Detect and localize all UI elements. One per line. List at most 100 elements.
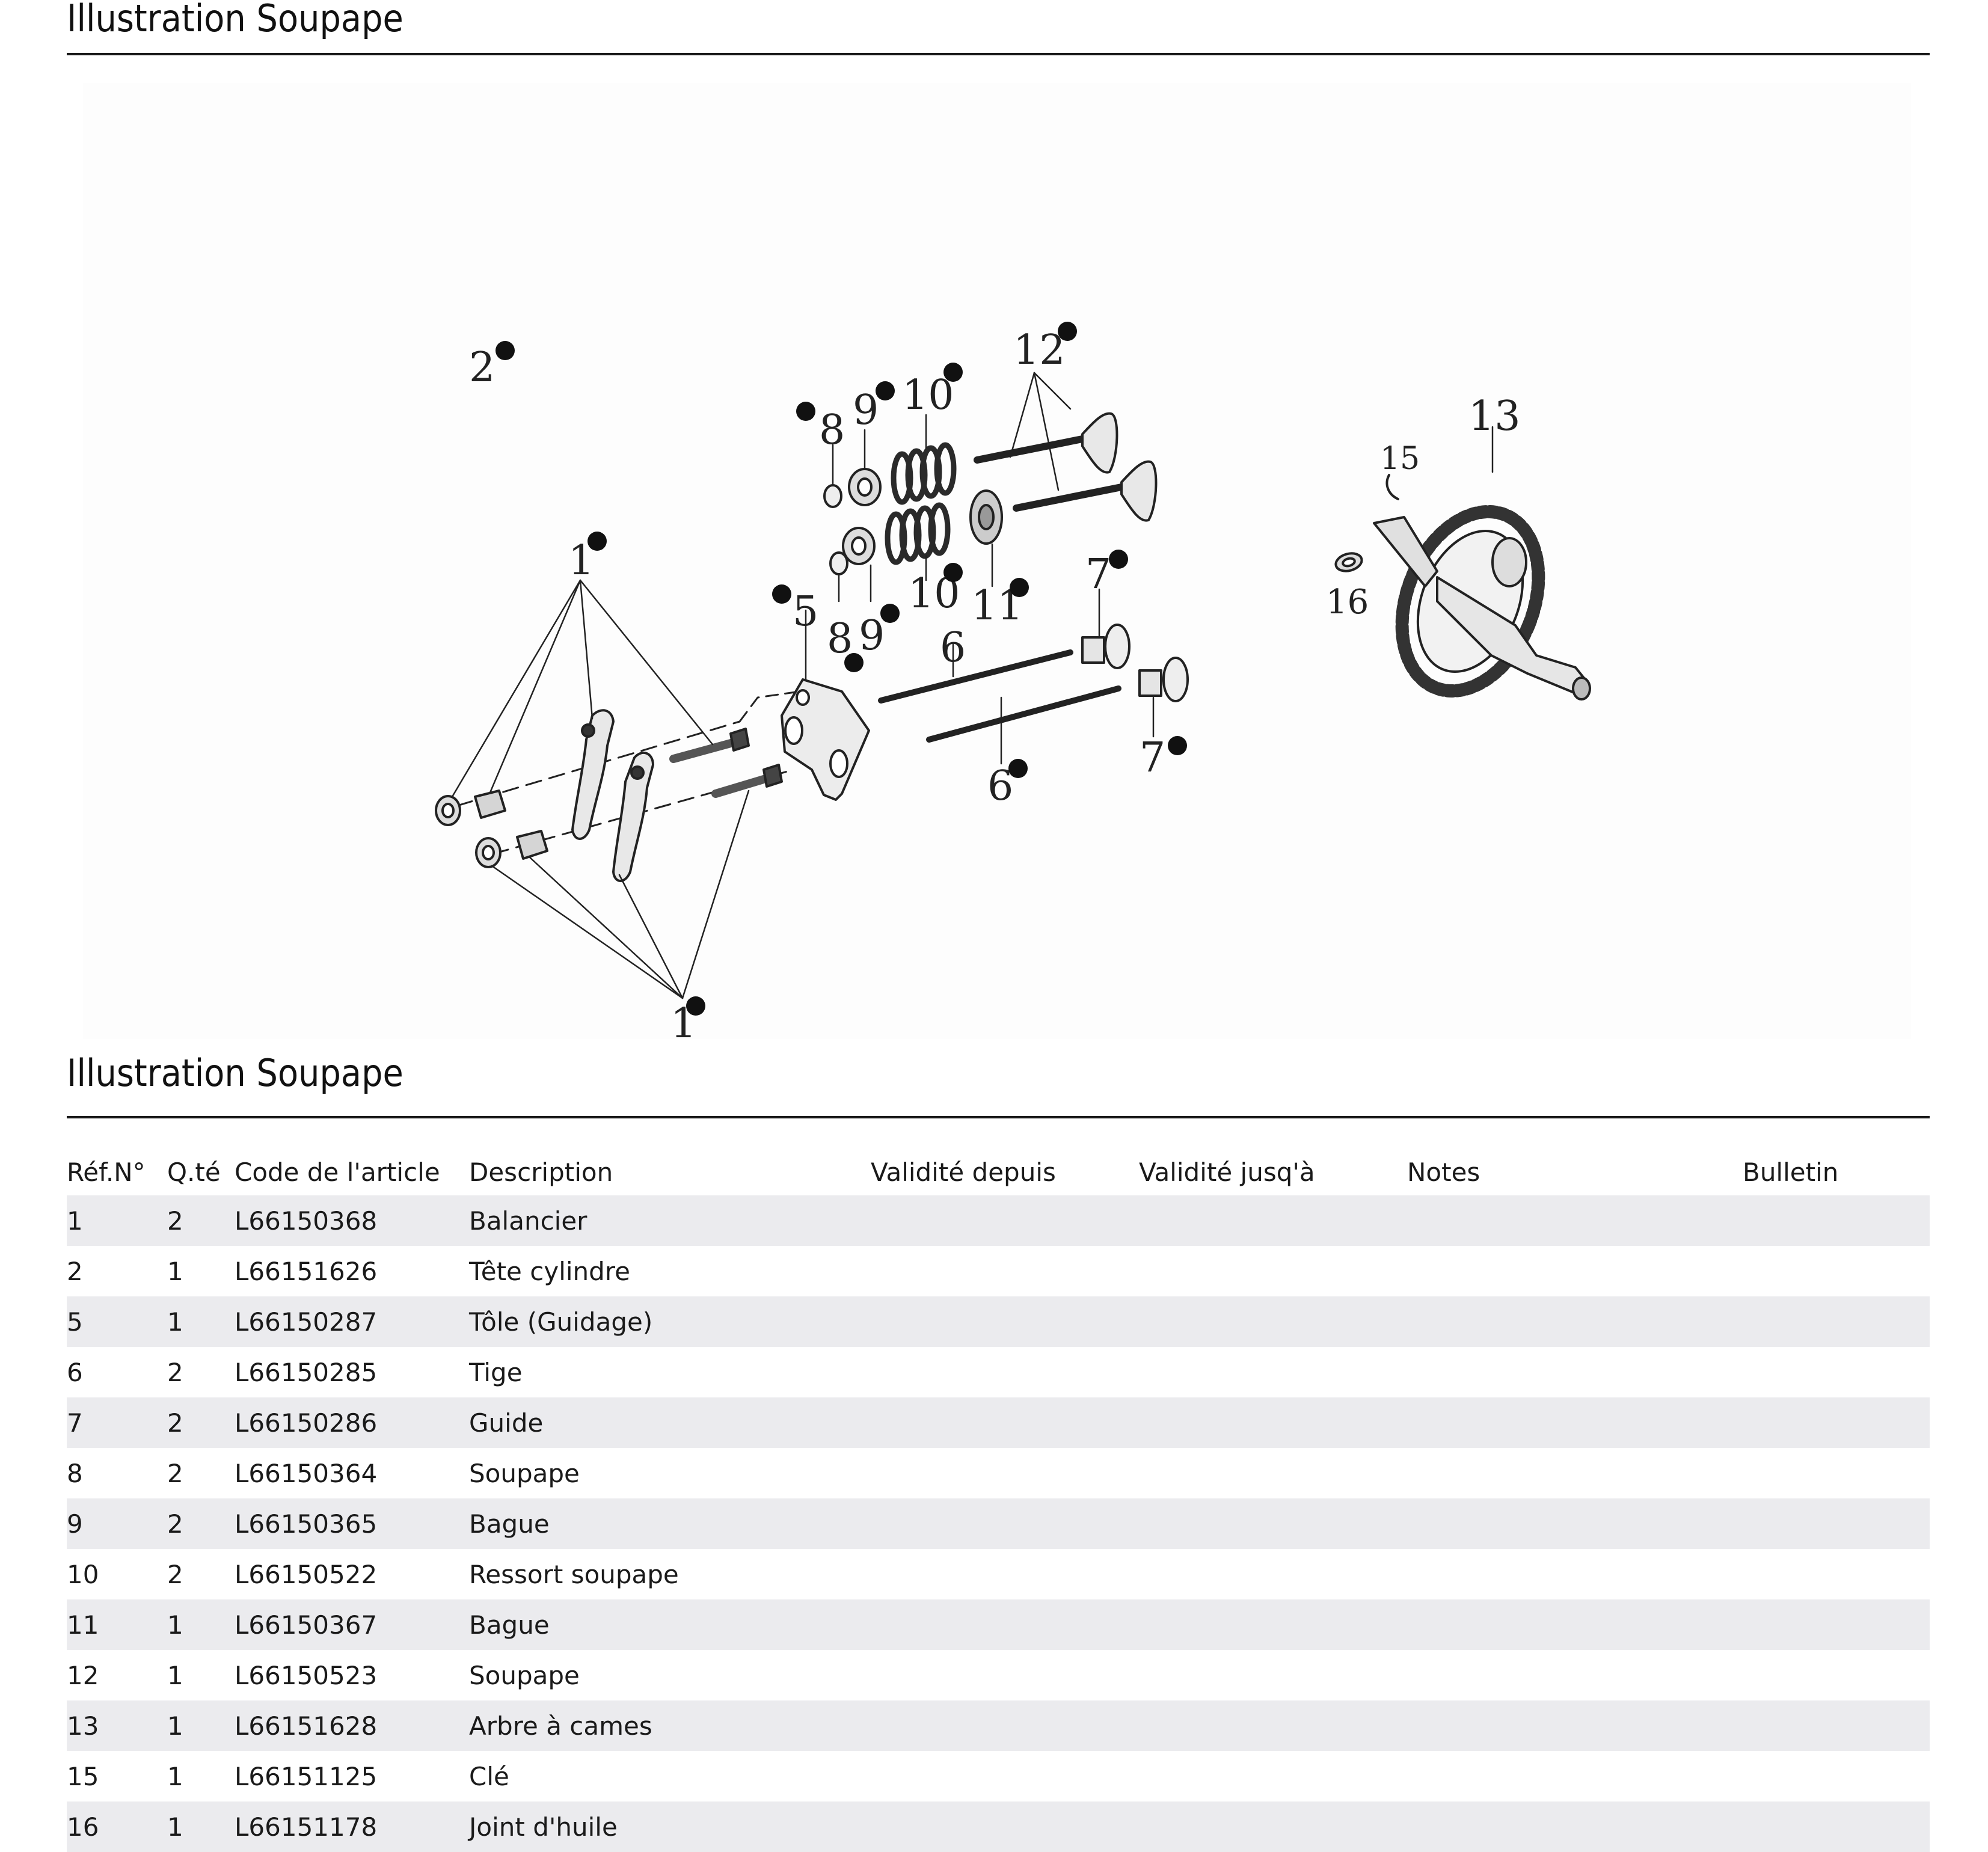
col-header-code: Code de l'article bbox=[235, 1157, 440, 1187]
guide-plate bbox=[781, 609, 870, 801]
cell-code: L66150523 bbox=[235, 1660, 378, 1690]
cell-description: Tête cylindre bbox=[469, 1256, 630, 1286]
cell-qty: 1 bbox=[167, 1700, 235, 1751]
table-row: 6 2 L66150285 Tige bbox=[67, 1347, 1930, 1397]
col-header-notes: Notes bbox=[1407, 1157, 1480, 1187]
oil-seal bbox=[1334, 552, 1363, 572]
callout-2: 2 bbox=[469, 344, 495, 391]
cell-description: Tige bbox=[469, 1357, 523, 1387]
col-header-bulletin: Bulletin bbox=[1743, 1157, 1839, 1187]
col-header-ref: Réf.N° bbox=[67, 1157, 146, 1187]
cell-description: Bague bbox=[469, 1599, 871, 1650]
cell-qty: 2 bbox=[167, 1397, 235, 1448]
cell-description: Ressort soupape bbox=[469, 1559, 679, 1589]
callout-5: 5 bbox=[793, 588, 818, 636]
cell-code: L66150365 bbox=[235, 1498, 469, 1549]
push-rods bbox=[878, 642, 1121, 765]
callout-12: 12 bbox=[1013, 327, 1066, 374]
callout-10-upper: 10 bbox=[902, 372, 954, 419]
cell-ref: 11 bbox=[67, 1599, 167, 1650]
cell-qty: 1 bbox=[167, 1256, 183, 1286]
cell-ref: 6 bbox=[67, 1357, 83, 1387]
cell-qty: 2 bbox=[167, 1559, 183, 1589]
callout-16: 16 bbox=[1326, 583, 1369, 622]
valve-springs-retainers bbox=[823, 414, 1003, 603]
cell-description: Arbre à cames bbox=[469, 1700, 871, 1751]
callout-15: 15 bbox=[1380, 441, 1420, 477]
cell-ref: 10 bbox=[67, 1559, 99, 1589]
cell-qty: 1 bbox=[167, 1296, 235, 1347]
key bbox=[1385, 474, 1399, 500]
tappet-guides bbox=[1081, 588, 1189, 738]
callout-9-lower: 9 bbox=[859, 612, 885, 660]
cell-description: Guide bbox=[469, 1397, 871, 1448]
cell-qty: 1 bbox=[167, 1801, 235, 1852]
col-header-description: Description bbox=[469, 1157, 613, 1187]
cell-code: L66150367 bbox=[235, 1599, 469, 1650]
table-title-underline bbox=[67, 1116, 1930, 1118]
cell-qty: 1 bbox=[167, 1660, 183, 1690]
col-header-valid-from: Validité depuis bbox=[871, 1157, 1056, 1187]
cell-qty: 1 bbox=[167, 1761, 183, 1791]
cell-code: L66150364 bbox=[235, 1458, 378, 1488]
parts-table: Réf.N° Q.té Code de l'article Descriptio… bbox=[67, 1148, 1930, 1852]
cell-ref: 5 bbox=[67, 1296, 167, 1347]
callout-7-upper: 7 bbox=[1085, 551, 1111, 598]
section-title-table: Illustration Soupape bbox=[67, 1051, 403, 1095]
cell-description: Balancier bbox=[469, 1195, 871, 1246]
cell-description: Tôle (Guidage) bbox=[469, 1296, 871, 1347]
valves bbox=[974, 372, 1158, 522]
cell-qty: 2 bbox=[167, 1498, 235, 1549]
callout-6-upper: 6 bbox=[940, 624, 966, 672]
table-row: 15 1 L66151125 Clé bbox=[67, 1751, 1930, 1801]
cell-ref: 9 bbox=[67, 1498, 167, 1549]
cell-code: L66151178 bbox=[235, 1801, 469, 1852]
cell-code: L66151626 bbox=[235, 1256, 378, 1286]
cell-description: Soupape bbox=[469, 1458, 580, 1488]
table-row: 8 2 L66150364 Soupape bbox=[67, 1448, 1930, 1498]
table-row: 10 2 L66150522 Ressort soupape bbox=[67, 1549, 1930, 1599]
cell-code: L66150287 bbox=[235, 1296, 469, 1347]
col-header-valid-to: Validité jusq'à bbox=[1139, 1157, 1315, 1187]
callout-8-upper: 8 bbox=[819, 406, 845, 454]
table-row: 12 1 L66150523 Soupape bbox=[67, 1650, 1930, 1700]
cell-description: Joint d'huile bbox=[469, 1801, 871, 1852]
section-title-top: Illustration Soupape bbox=[67, 0, 403, 40]
cell-ref: 16 bbox=[67, 1801, 167, 1852]
camshaft-gear bbox=[1373, 426, 1591, 701]
cell-ref: 8 bbox=[67, 1458, 83, 1488]
cell-qty: 2 bbox=[167, 1195, 235, 1246]
table-header-row: Réf.N° Q.té Code de l'article Descriptio… bbox=[67, 1148, 1930, 1195]
cell-code: L66151628 bbox=[235, 1700, 469, 1751]
cell-description: Bague bbox=[469, 1498, 871, 1549]
table-row: 2 1 L66151626 Tête cylindre bbox=[67, 1246, 1930, 1296]
cell-ref: 7 bbox=[67, 1397, 167, 1448]
cell-code: L66151125 bbox=[235, 1761, 378, 1791]
cell-qty: 2 bbox=[167, 1357, 183, 1387]
cell-description: Clé bbox=[469, 1761, 509, 1791]
cell-qty: 2 bbox=[167, 1458, 183, 1488]
cell-qty: 1 bbox=[167, 1599, 235, 1650]
cell-description: Soupape bbox=[469, 1660, 580, 1690]
cell-ref: 12 bbox=[67, 1660, 99, 1690]
exploded-view-diagram: 2 1 1 5 6 6 7 7 8 8 9 9 10 10 11 12 13 1… bbox=[83, 83, 1911, 1039]
cell-ref: 2 bbox=[67, 1256, 83, 1286]
callout-9-upper: 9 bbox=[853, 387, 879, 434]
cell-ref: 13 bbox=[67, 1700, 167, 1751]
callout-7-lower: 7 bbox=[1140, 734, 1165, 782]
cell-code: L66150522 bbox=[235, 1559, 378, 1589]
cell-ref: 15 bbox=[67, 1761, 99, 1791]
cell-ref: 1 bbox=[67, 1195, 167, 1246]
callout-13: 13 bbox=[1468, 393, 1521, 440]
cell-code: L66150368 bbox=[235, 1195, 469, 1246]
title-underline bbox=[67, 53, 1930, 55]
cell-code: L66150285 bbox=[235, 1357, 378, 1387]
col-header-qty: Q.té bbox=[167, 1157, 221, 1187]
